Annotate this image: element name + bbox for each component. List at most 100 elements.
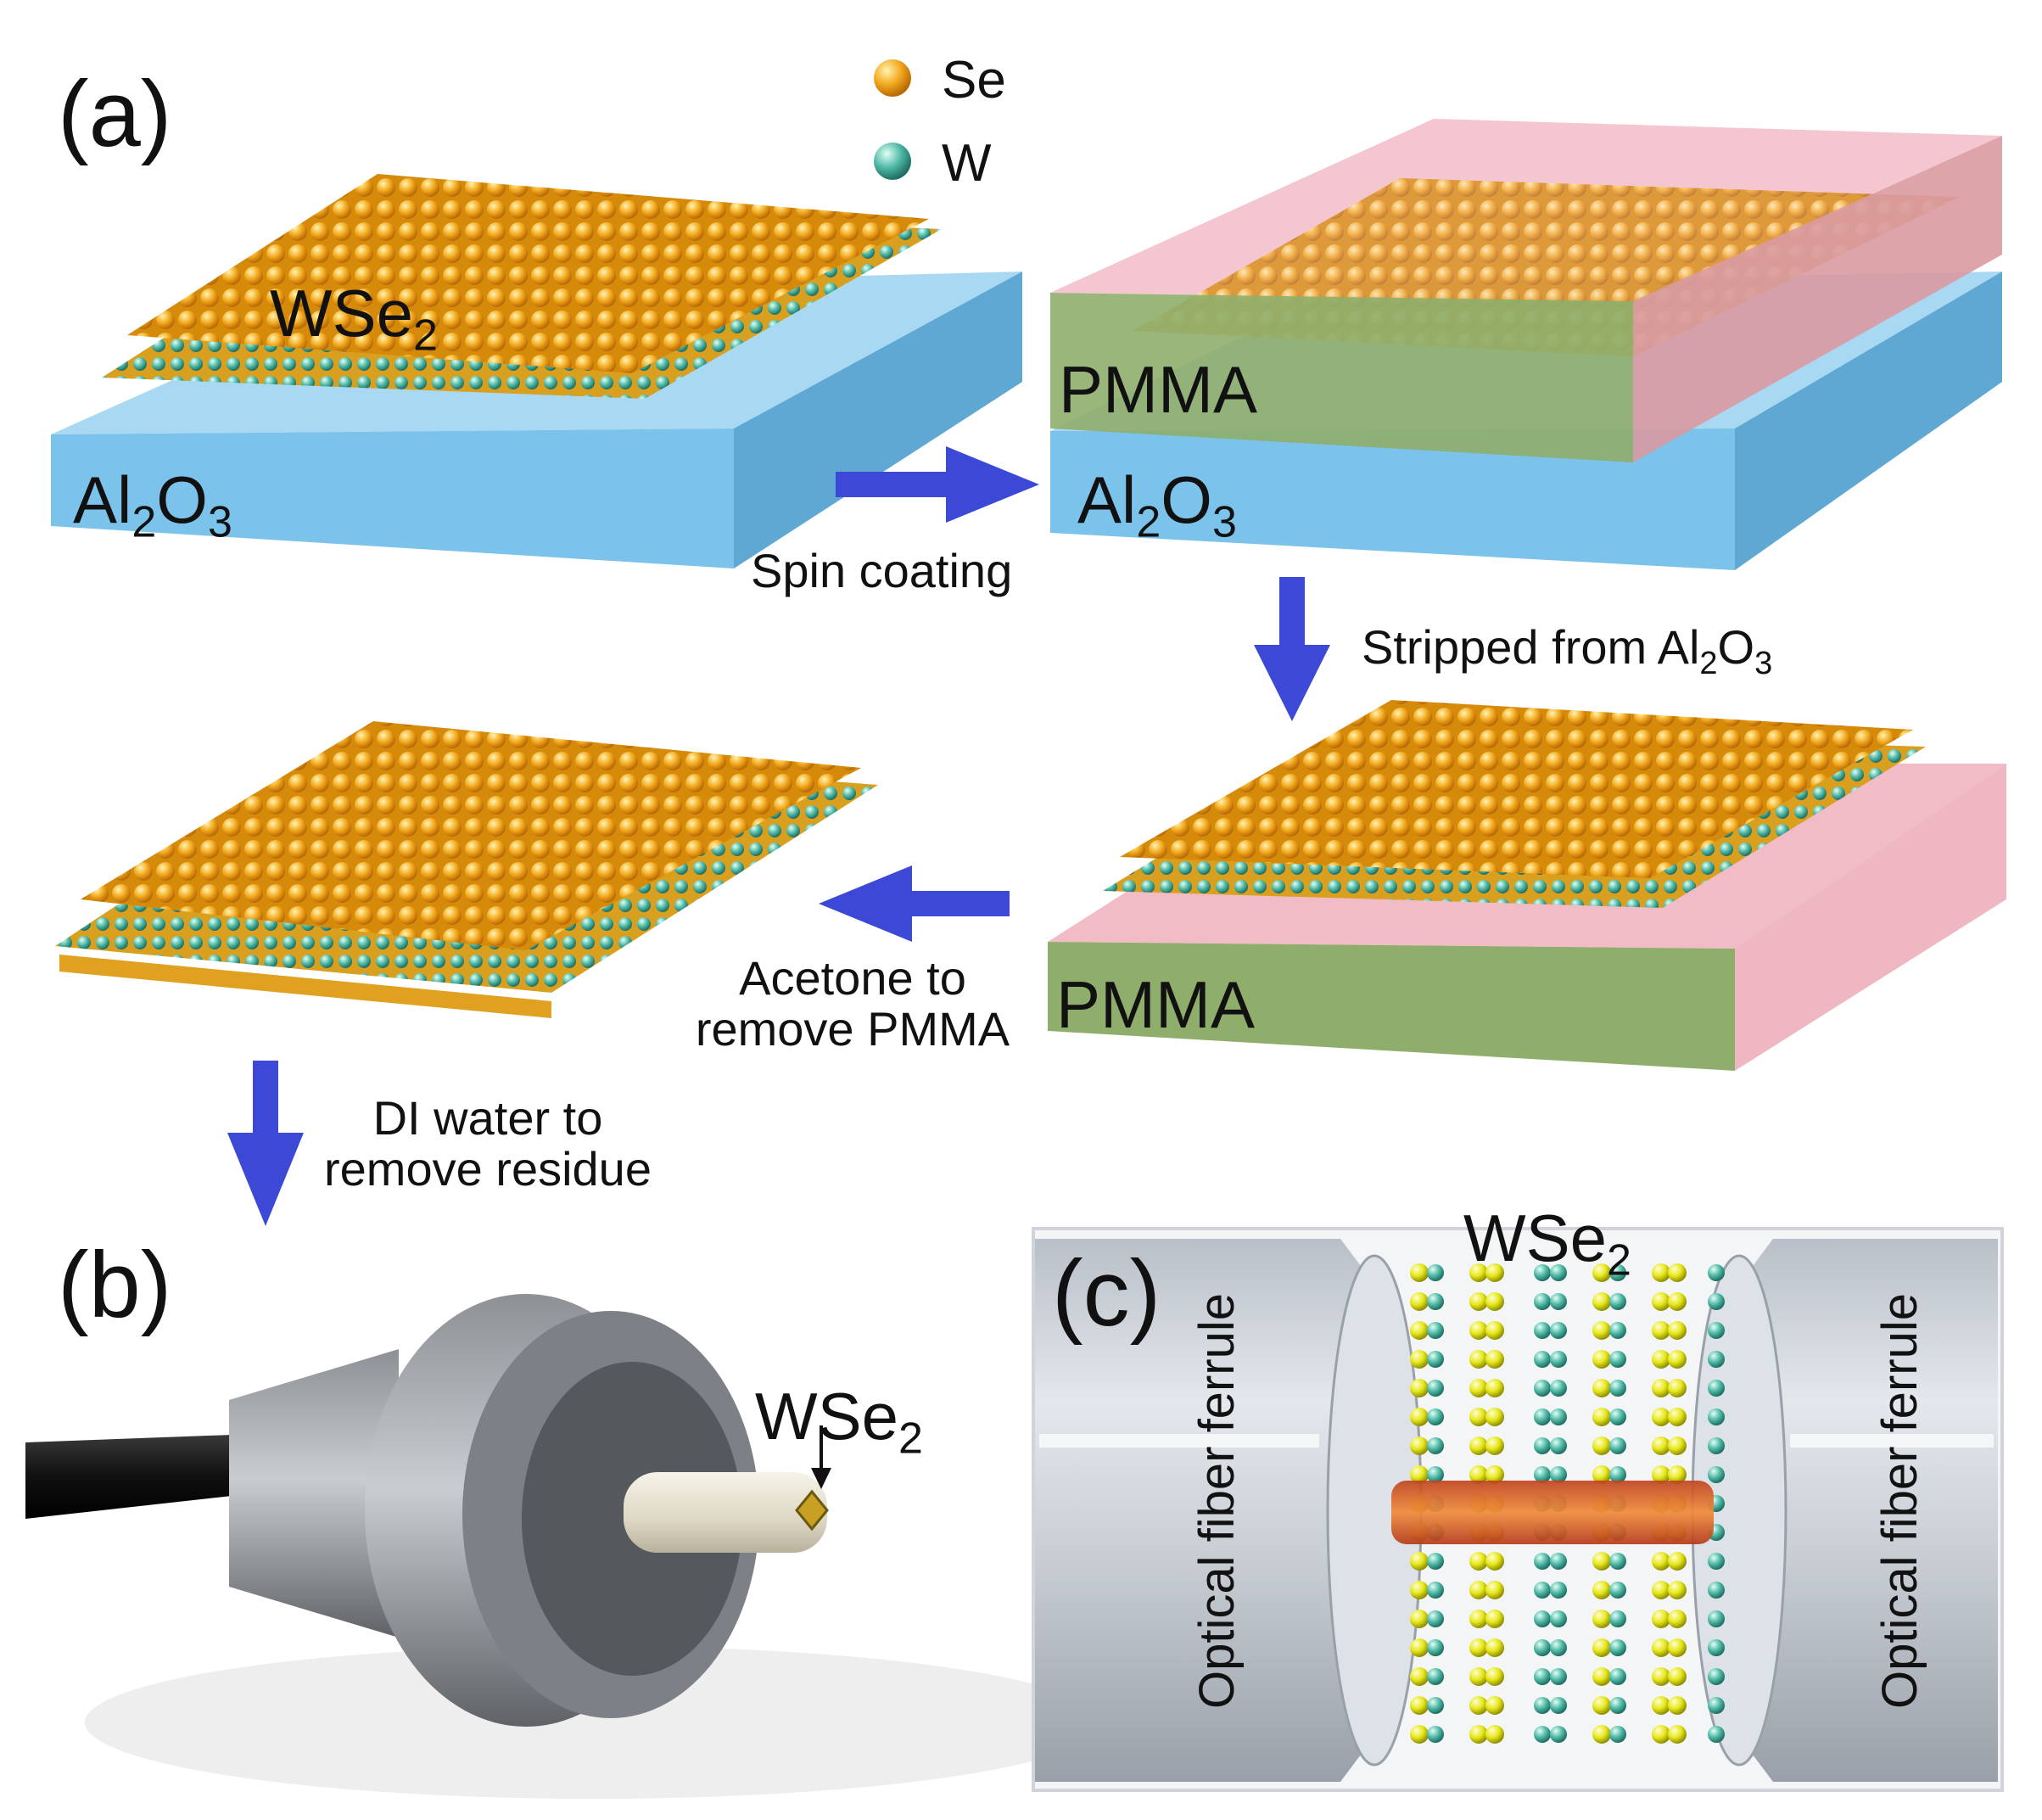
se-atom	[1668, 1465, 1687, 1484]
w-atom	[1550, 1553, 1567, 1570]
w-atom	[1427, 1380, 1444, 1397]
se-atom	[1485, 1408, 1504, 1426]
se-atom	[1592, 1408, 1611, 1426]
w-atom	[1550, 1351, 1567, 1368]
se-atom	[1485, 1465, 1504, 1484]
se-atom	[1469, 1292, 1488, 1311]
se-atom	[1410, 1465, 1429, 1484]
se-atom	[1652, 1696, 1670, 1715]
se-atom	[1652, 1552, 1670, 1571]
se-atom	[1592, 1263, 1611, 1282]
se-atom	[1668, 1408, 1687, 1426]
fiber-core-light	[1391, 1481, 1714, 1544]
se-atom	[1668, 1350, 1687, 1369]
se-atom	[1410, 1667, 1429, 1686]
w-atom	[1708, 1582, 1725, 1599]
se-atom	[1410, 1321, 1429, 1340]
w-atom	[1427, 1639, 1444, 1656]
w-atom	[1550, 1408, 1567, 1425]
wse2-label-b: WSe2	[755, 1379, 923, 1464]
se-atom-icon	[874, 59, 911, 97]
se-atom	[1485, 1696, 1504, 1715]
fiber-cable	[25, 1434, 255, 1519]
w-atom	[1427, 1351, 1444, 1368]
w-atom	[1550, 1437, 1567, 1454]
w-atom	[1427, 1582, 1444, 1599]
step-acetone-line2: remove PMMA	[695, 1002, 1010, 1056]
al2o3-front-face	[51, 428, 734, 568]
pmma-label-3: PMMA	[1056, 967, 1255, 1042]
w-atom	[1609, 1437, 1626, 1454]
free-wse2	[55, 721, 878, 1018]
w-atom	[1609, 1610, 1626, 1627]
w-atom	[1708, 1293, 1725, 1310]
se-atom	[1469, 1610, 1488, 1628]
wse2-se-layer	[127, 174, 929, 373]
se-atom	[1668, 1436, 1687, 1455]
w-atom	[1534, 1553, 1551, 1570]
w-atom	[1534, 1351, 1551, 1368]
se-atom	[1592, 1725, 1611, 1744]
se-atom	[1652, 1436, 1670, 1455]
se-atom	[1592, 1610, 1611, 1628]
se-atom	[1485, 1350, 1504, 1369]
w-atom	[1708, 1697, 1725, 1714]
se-atom	[1652, 1263, 1670, 1282]
w-atom	[1427, 1668, 1444, 1685]
se-atom	[1410, 1436, 1429, 1455]
w-atom	[1427, 1610, 1444, 1627]
ferrule-label-right: Optical fiber ferrule	[1872, 1293, 1927, 1709]
se-atom	[1652, 1610, 1670, 1628]
w-atom	[1534, 1639, 1551, 1656]
w-atom	[1427, 1553, 1444, 1570]
w-atom	[1708, 1380, 1725, 1397]
right-ferrule-highlight	[1790, 1434, 1994, 1448]
wse2-label-a: WSe2	[270, 276, 438, 361]
w-atom	[1609, 1553, 1626, 1570]
w-atom	[1427, 1437, 1444, 1454]
se-atom	[1410, 1581, 1429, 1599]
w-atom	[1609, 1668, 1626, 1685]
se-atom	[1469, 1552, 1488, 1571]
al2o3-side-face	[734, 272, 1022, 568]
w-atom	[1534, 1322, 1551, 1339]
floor-shadow	[85, 1646, 1103, 1799]
w-atom	[1609, 1466, 1626, 1483]
al2o3-side-face-2	[1735, 272, 2002, 570]
w-atom	[1609, 1322, 1626, 1339]
se-atom	[1652, 1379, 1670, 1397]
left-ferrule-highlight	[1039, 1434, 1319, 1448]
se-atom	[1652, 1321, 1670, 1340]
w-atom	[1550, 1668, 1567, 1685]
w-atom	[1427, 1466, 1444, 1483]
pmma-side	[1633, 136, 2002, 462]
w-atom	[1708, 1408, 1725, 1425]
se-atom	[1469, 1408, 1488, 1426]
w-atom	[1609, 1293, 1626, 1310]
se-atom	[1652, 1667, 1670, 1686]
ferrule-pin	[624, 1472, 827, 1553]
panel-label-a: (a)	[58, 62, 172, 166]
fiber-connector-illustration	[25, 1294, 1103, 1799]
w-atom	[1534, 1293, 1551, 1310]
w-atom	[1427, 1293, 1444, 1310]
se-atom	[1469, 1321, 1488, 1340]
w-atom	[1427, 1726, 1444, 1743]
step-di-line2: remove residue	[324, 1142, 652, 1196]
se-atom	[1592, 1465, 1611, 1484]
wse2-se-bottom-4	[59, 955, 551, 1018]
se-atom	[1485, 1667, 1504, 1686]
w-atom	[1550, 1380, 1567, 1397]
step-di-line1: DI water to	[372, 1091, 603, 1145]
w-atom	[1550, 1582, 1567, 1599]
wse2-se-layer-3	[1120, 700, 1913, 878]
pmma-label-2: PMMA	[1059, 352, 1257, 427]
se-atom	[1410, 1263, 1429, 1282]
ferrule-label-left: Optical fiber ferrule	[1189, 1293, 1245, 1709]
arrow-stripped	[1254, 577, 1330, 721]
se-atom	[1469, 1696, 1488, 1715]
se-atom	[1469, 1350, 1488, 1369]
w-atom	[1534, 1610, 1551, 1627]
w-atom	[1609, 1697, 1626, 1714]
se-atom	[1485, 1436, 1504, 1455]
